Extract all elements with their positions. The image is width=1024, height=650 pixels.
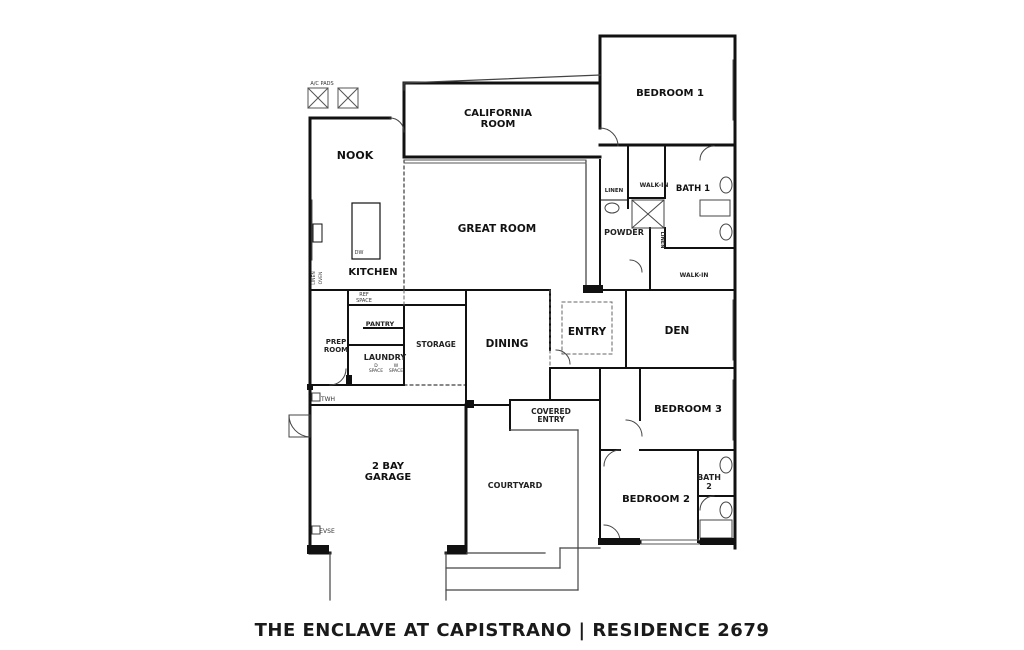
label-california-room-1: CALIFORNIA: [464, 108, 532, 119]
label-walk-in-1: WALK-IN: [640, 182, 669, 189]
label-oven: OVEN: [318, 272, 324, 285]
label-laundry: LAUNDRY: [364, 353, 407, 362]
label-nook: NOOK: [337, 149, 374, 162]
label-evse: EVSE: [319, 528, 335, 535]
label-prep-room-2: ROOM: [324, 346, 348, 354]
label-pantry: PANTRY: [366, 320, 395, 328]
label-covered-entry-1: COVERED: [531, 407, 571, 416]
label-twh: TWH: [320, 396, 335, 403]
label-garage-1: 2 BAY: [372, 461, 405, 472]
label-linen-1: LINEN: [605, 188, 624, 194]
label-dining: DINING: [486, 338, 529, 350]
label-den: DEN: [665, 325, 690, 337]
door-swings: [288, 117, 715, 542]
label-dw: DW: [355, 250, 364, 256]
label-prep-room-1: PREP: [326, 338, 346, 346]
wall-posts: [307, 285, 736, 554]
interior-walls: [309, 146, 736, 543]
label-ref-space-2: SPACE: [356, 298, 372, 304]
label-covered-entry-2: ENTRY: [537, 415, 565, 424]
label-ref-space-1: REF: [359, 292, 369, 298]
label-walk-in-2: WALK-IN: [680, 272, 709, 279]
plan-caption: THE ENCLAVE AT CAPISTRANO | RESIDENCE 26…: [254, 620, 770, 641]
label-w-space-1: W: [394, 363, 399, 369]
label-bath-1: BATH 1: [676, 184, 710, 194]
cooktop: [312, 223, 323, 243]
floor-plan: BEDROOM 1 CALIFORNIA ROOM NOOK GREAT ROO…: [288, 34, 737, 601]
label-d-space-1: D: [374, 363, 378, 369]
label-w-space-2: SPACE: [389, 368, 403, 374]
label-courtyard: COURTYARD: [488, 481, 543, 490]
label-kitchen: KITCHEN: [348, 267, 397, 278]
room-labels: BEDROOM 1 CALIFORNIA ROOM NOOK GREAT ROO…: [324, 88, 722, 505]
label-ac-pads: A/C PADS: [310, 81, 333, 87]
dashed-outlines: [403, 289, 613, 369]
courtyard-walls: [329, 74, 601, 601]
label-bedroom-2: BEDROOM 2: [622, 494, 690, 505]
ac-pads: [307, 87, 359, 109]
label-bedroom-3: BEDROOM 3: [654, 404, 722, 415]
fixture-labels: A/C PADS TWH EVSE DW REF SPACE D SPACE W…: [310, 81, 403, 535]
label-bedroom-1: BEDROOM 1: [636, 88, 704, 99]
label-d-space-2: SPACE: [369, 368, 383, 374]
label-storage: STORAGE: [416, 340, 456, 349]
label-bath-2-line-1: BATH: [697, 473, 721, 482]
label-powder: POWDER: [604, 228, 644, 237]
windows: [311, 59, 734, 545]
label-garage-2: GARAGE: [365, 472, 412, 483]
label-bath-2-line-2: 2: [706, 482, 712, 491]
label-california-room-2: ROOM: [481, 119, 516, 130]
kitchen-island: [351, 202, 381, 260]
label-linen-kitchen: LINEN: [311, 271, 317, 284]
label-great-room: GREAT ROOM: [458, 223, 536, 235]
exterior-walls: [308, 34, 737, 555]
label-linen-2: LINEN: [659, 232, 665, 249]
label-entry: ENTRY: [568, 326, 607, 338]
